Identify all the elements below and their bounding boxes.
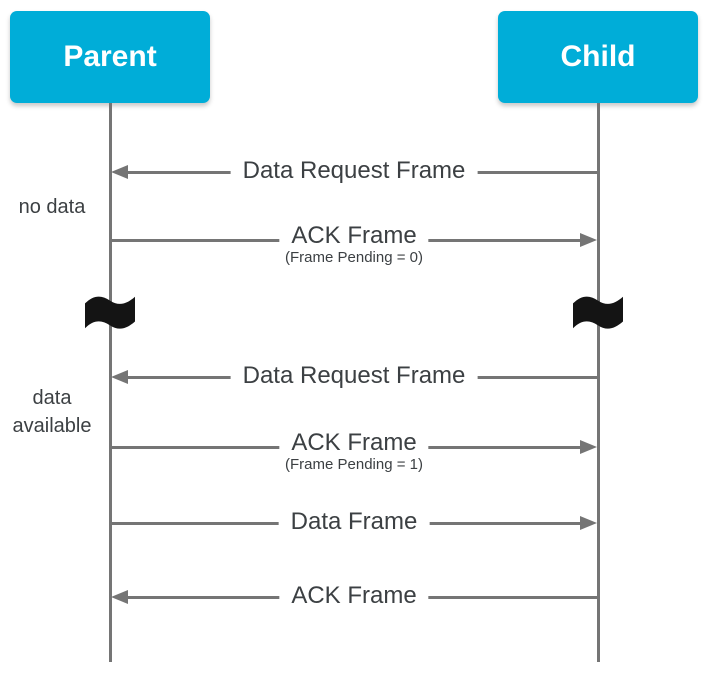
actor-parent-label: Parent xyxy=(63,40,157,73)
actor-child-label: Child xyxy=(560,40,636,73)
actor-child: Child xyxy=(498,11,698,103)
side-note-line: data xyxy=(32,387,72,409)
message-sublabel: (Frame Pending = 0) xyxy=(285,249,423,266)
message-sublabel: (Frame Pending = 1) xyxy=(285,456,423,473)
message-label: Data Request Frame xyxy=(230,362,478,390)
side-note-no-data: no data xyxy=(0,193,104,221)
parent-lifeline xyxy=(108,103,112,662)
arrowhead-left-icon xyxy=(111,164,128,179)
child-lifeline xyxy=(596,103,600,662)
message-label: ACK Frame xyxy=(279,222,429,250)
actor-parent: Parent xyxy=(10,11,210,103)
arrowhead-right-icon xyxy=(580,515,597,530)
side-note-data-available: data available xyxy=(0,384,104,440)
arrowhead-right-icon xyxy=(580,232,597,247)
arrowhead-right-icon xyxy=(580,439,597,454)
message-label: Data Frame xyxy=(278,508,430,536)
message-label: Data Request Frame xyxy=(230,157,478,185)
side-note-line: no data xyxy=(18,196,86,218)
message-label: ACK Frame xyxy=(279,582,429,610)
time-break-flag-icon xyxy=(573,292,623,332)
arrowhead-left-icon xyxy=(111,369,128,384)
side-note-line: available xyxy=(12,415,92,437)
message-label: ACK Frame xyxy=(279,429,429,457)
time-break-flag-icon xyxy=(85,292,135,332)
arrowhead-left-icon xyxy=(111,589,128,604)
